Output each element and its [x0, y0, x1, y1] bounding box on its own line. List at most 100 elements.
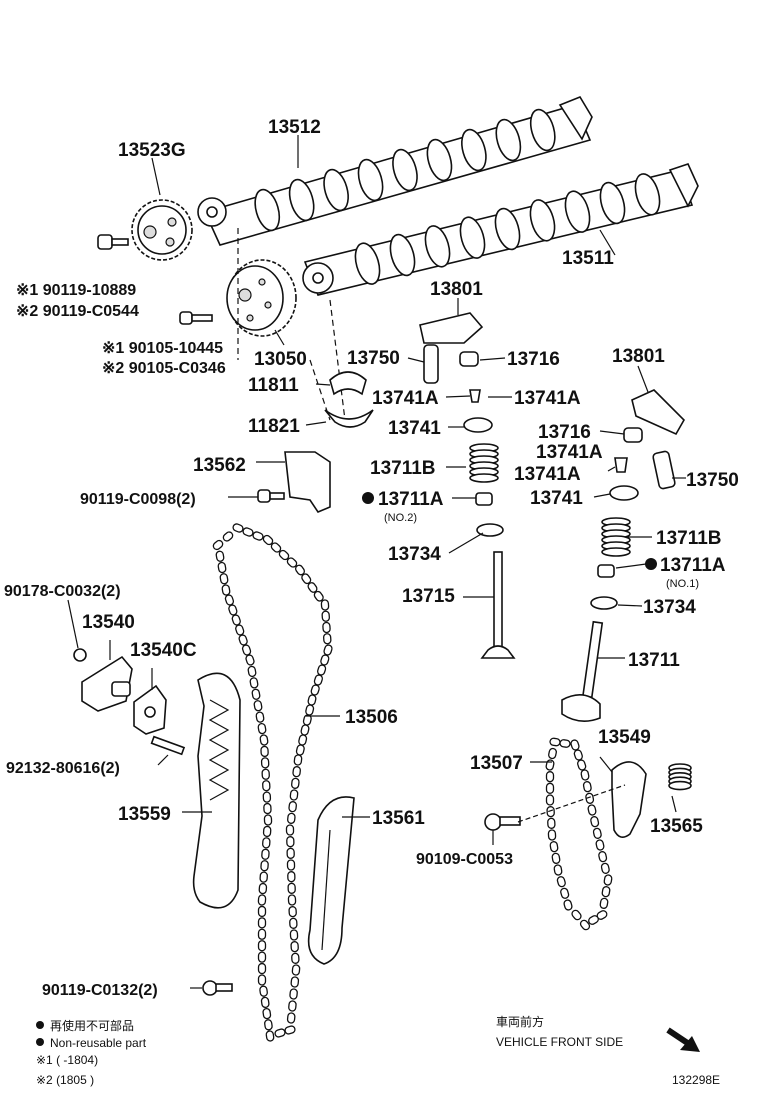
chain-link — [285, 824, 295, 836]
bolt-90109-C0053 — [484, 813, 521, 831]
orientation-en: VEHICLE FRONT SIDE — [496, 1035, 623, 1049]
seat-13711A-a — [475, 492, 493, 506]
legend-en: Non-reusable part — [50, 1036, 147, 1050]
orientation-jp: 車両前方 — [496, 1014, 544, 1029]
chain-link — [264, 1019, 273, 1031]
cam-lobe — [357, 158, 384, 202]
label-13750-a: 13750 — [347, 348, 400, 369]
label-13511: 13511 — [562, 248, 614, 269]
chain-link — [301, 573, 312, 585]
stud-92132-80616 — [150, 735, 186, 756]
cam-lobe — [564, 190, 591, 233]
chain-link — [291, 952, 300, 964]
label-bolt-90119-C0132: 90119-C0132(2) — [42, 982, 158, 999]
chain-link — [262, 534, 274, 546]
front-arrow-icon — [666, 1027, 700, 1052]
chain-link — [551, 852, 561, 864]
chain-link — [259, 871, 268, 883]
chain-13507 — [545, 737, 613, 931]
chain-link — [601, 886, 611, 898]
chain-link — [600, 862, 610, 874]
chain-link — [228, 604, 238, 616]
label-13549: 13549 — [598, 727, 651, 748]
cam-lobe — [599, 181, 626, 225]
spring-coil — [601, 547, 631, 557]
chain-link — [259, 734, 269, 746]
chain-link — [288, 1000, 297, 1012]
chain-link — [549, 737, 561, 747]
chain-link — [262, 1007, 272, 1020]
label-13801-a: 13801 — [430, 279, 483, 300]
chain-link — [289, 917, 298, 929]
cam-lobe — [495, 118, 522, 162]
chain-link — [571, 909, 582, 921]
label-bolt-90119-C0098: 90119-C0098(2) — [80, 491, 196, 508]
chain-link — [286, 1012, 296, 1024]
leader-lines — [67, 135, 686, 989]
chain-link — [289, 929, 299, 941]
chain-link — [293, 754, 303, 766]
chain-link — [257, 962, 267, 975]
chain-link — [559, 739, 571, 748]
label-bolt-90105-C0346: ※2 90105-C0346 — [102, 360, 226, 377]
chain-link — [546, 806, 555, 818]
chain-link — [253, 700, 263, 712]
chain-link — [238, 634, 248, 646]
chain-link — [257, 894, 267, 906]
seal-13734-b — [590, 596, 618, 610]
bolt-90119-10889 — [97, 234, 129, 250]
label-13540C: 13540C — [130, 640, 197, 661]
chain-link — [288, 801, 297, 813]
chain-link — [313, 590, 324, 602]
chain-link — [289, 789, 299, 801]
label-13512: 13512 — [268, 117, 321, 138]
chain-link — [212, 539, 224, 551]
label-13734-b: 13734 — [643, 597, 696, 618]
chain-link — [287, 894, 297, 906]
chain-link — [251, 688, 261, 700]
figure-id: 132298E — [672, 1073, 720, 1087]
chain-link — [287, 871, 296, 883]
spring-coil — [469, 473, 499, 483]
chain-link — [215, 550, 225, 562]
label-13741A-c: 13741A — [536, 442, 603, 463]
chain-link — [310, 684, 320, 696]
chain-link — [287, 882, 296, 894]
chain-link — [224, 594, 235, 606]
cam-lobe — [494, 207, 521, 251]
label-13561: 13561 — [372, 808, 425, 829]
seat-13711A-b — [597, 564, 615, 578]
chain-link — [249, 677, 259, 689]
cam-lobe — [529, 199, 556, 242]
chain-link — [595, 839, 605, 851]
label-bolt-90109-C0053: 90109-C0053 — [416, 851, 513, 868]
chain-link — [262, 825, 272, 838]
chain-link — [560, 887, 570, 899]
chain-link — [323, 633, 332, 645]
label-bolt-90119-C0544: ※2 90119-C0544 — [16, 303, 139, 320]
chain-link — [217, 561, 227, 574]
label-13711A-b: 13711A — [660, 555, 726, 576]
chain-link — [278, 549, 290, 561]
chain-link — [298, 734, 308, 746]
legend-note2: ※2 (1805 ) — [36, 1073, 94, 1087]
label-13711B-b: 13711B — [656, 528, 722, 549]
chain-link — [242, 527, 254, 537]
label-bolt-90119-10889: ※1 90119-10889 — [16, 282, 136, 299]
keeper-13741A-a — [469, 389, 481, 403]
label-13540: 13540 — [82, 612, 135, 633]
orientation-marker: 車両前方 VEHICLE FRONT SIDE — [496, 1014, 700, 1052]
chain-link — [260, 860, 269, 872]
chain-link — [258, 882, 268, 895]
legend-jp: 再使用不可部品 — [50, 1018, 134, 1033]
part-labels: 13512 13523G 13511 13050 13801 13801 137… — [4, 117, 739, 999]
label-nut-90178-C0032: 90178-C0032(2) — [4, 583, 121, 600]
chain-link — [598, 851, 608, 863]
cam-lobe — [426, 138, 453, 182]
cam-lobe — [288, 178, 315, 222]
label-13741A-d: 13741A — [514, 464, 581, 485]
label-13750-b: 13750 — [686, 470, 739, 491]
chain-link — [322, 621, 331, 634]
chain-link — [292, 766, 301, 778]
chain-link — [599, 897, 609, 909]
